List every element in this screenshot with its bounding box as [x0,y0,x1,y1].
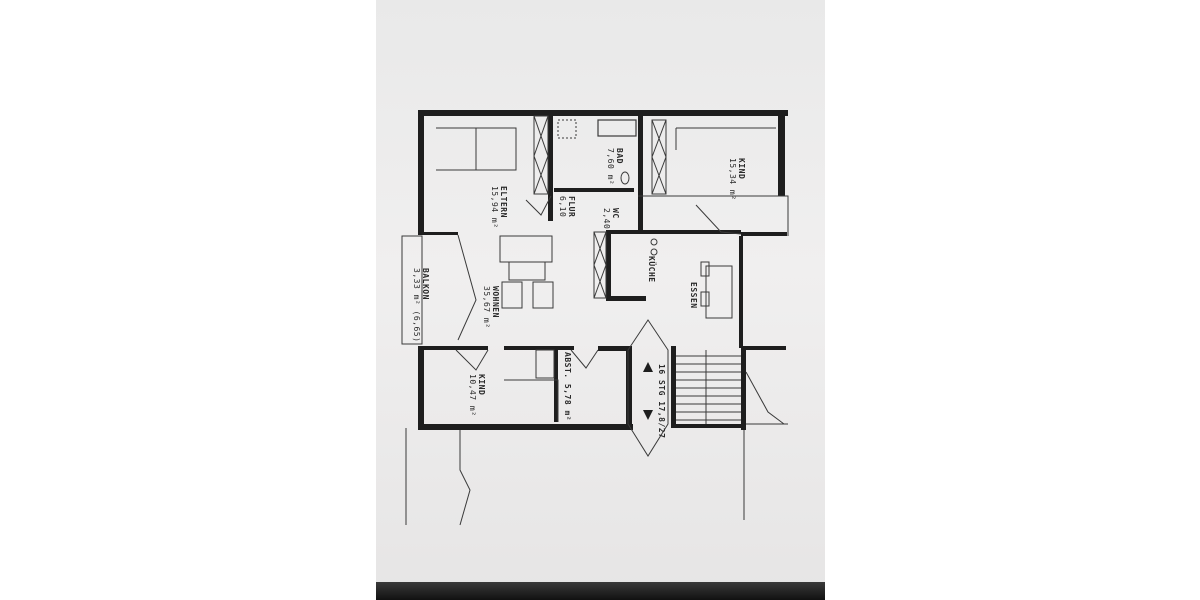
room-area: 35,67 m² [482,286,491,329]
room-name: KIND [477,374,486,396]
toilet-icon [620,171,630,185]
room-name: BALKON [421,268,430,300]
room-label-kind-bottom: KIND 10,47 m² [468,374,486,417]
room-name: ELTERN [499,186,508,218]
closets [533,115,667,299]
room-name: KIND [737,158,746,180]
room-name: ABST. 5,78 m² [563,352,572,422]
thin-lines [401,127,789,526]
room-label-essen: ESSEN [689,282,698,309]
room-label-kueche: KÜCHE [647,256,656,283]
room-area: 15,34 m² [728,158,737,201]
room-label-balkon: BALKON 3,33 m² (6,65) [412,268,430,342]
room-area: 10,47 m² [468,374,477,417]
room-area: 6,10 [558,196,567,218]
room-label-abst: ABST. 5,78 m² [563,352,572,421]
room-name: ESSEN [689,282,698,309]
bathtub-icon [597,119,637,137]
up-arrow-icon [643,362,653,372]
floor-plan-drawing [401,110,789,526]
photo-edge-shadow [376,582,825,600]
room-name: BAD [615,148,624,164]
room-label-wohnen: WOHNEN 35,67 m² [482,286,500,329]
walls [418,110,788,430]
room-area: 2,40 [602,208,611,230]
shower-icon [557,119,577,139]
room-area: 15,94 m² [490,186,499,229]
floor-plan-photo: ELTERN 15,94 m² BAD 7,60 m² FLUR 6,10 WC… [376,0,825,600]
room-label-stairs: 16 STG 17,8/27 [657,364,666,438]
stairs [676,350,741,424]
room-name: KÜCHE [647,256,656,283]
stove-burner-icon [650,238,658,246]
down-arrow-icon [643,410,653,420]
room-name: FLUR [567,196,576,218]
room-label-eltern: ELTERN 15,94 m² [490,186,508,229]
room-label-wc: WC 2,40 [602,208,620,229]
room-label-bad: BAD 7,60 m² [606,148,624,185]
stove-burner-icon [650,248,658,256]
room-name: 16 STG 17,8/27 [657,364,666,439]
room-area: 3,33 m² (6,65) [412,268,421,343]
room-area: 7,60 m² [606,148,615,186]
room-name: WOHNEN [491,286,500,318]
room-label-flur: FLUR 6,10 [558,196,576,217]
room-label-kind-top: KIND 15,34 m² [728,158,746,201]
room-name: WC [611,208,620,219]
